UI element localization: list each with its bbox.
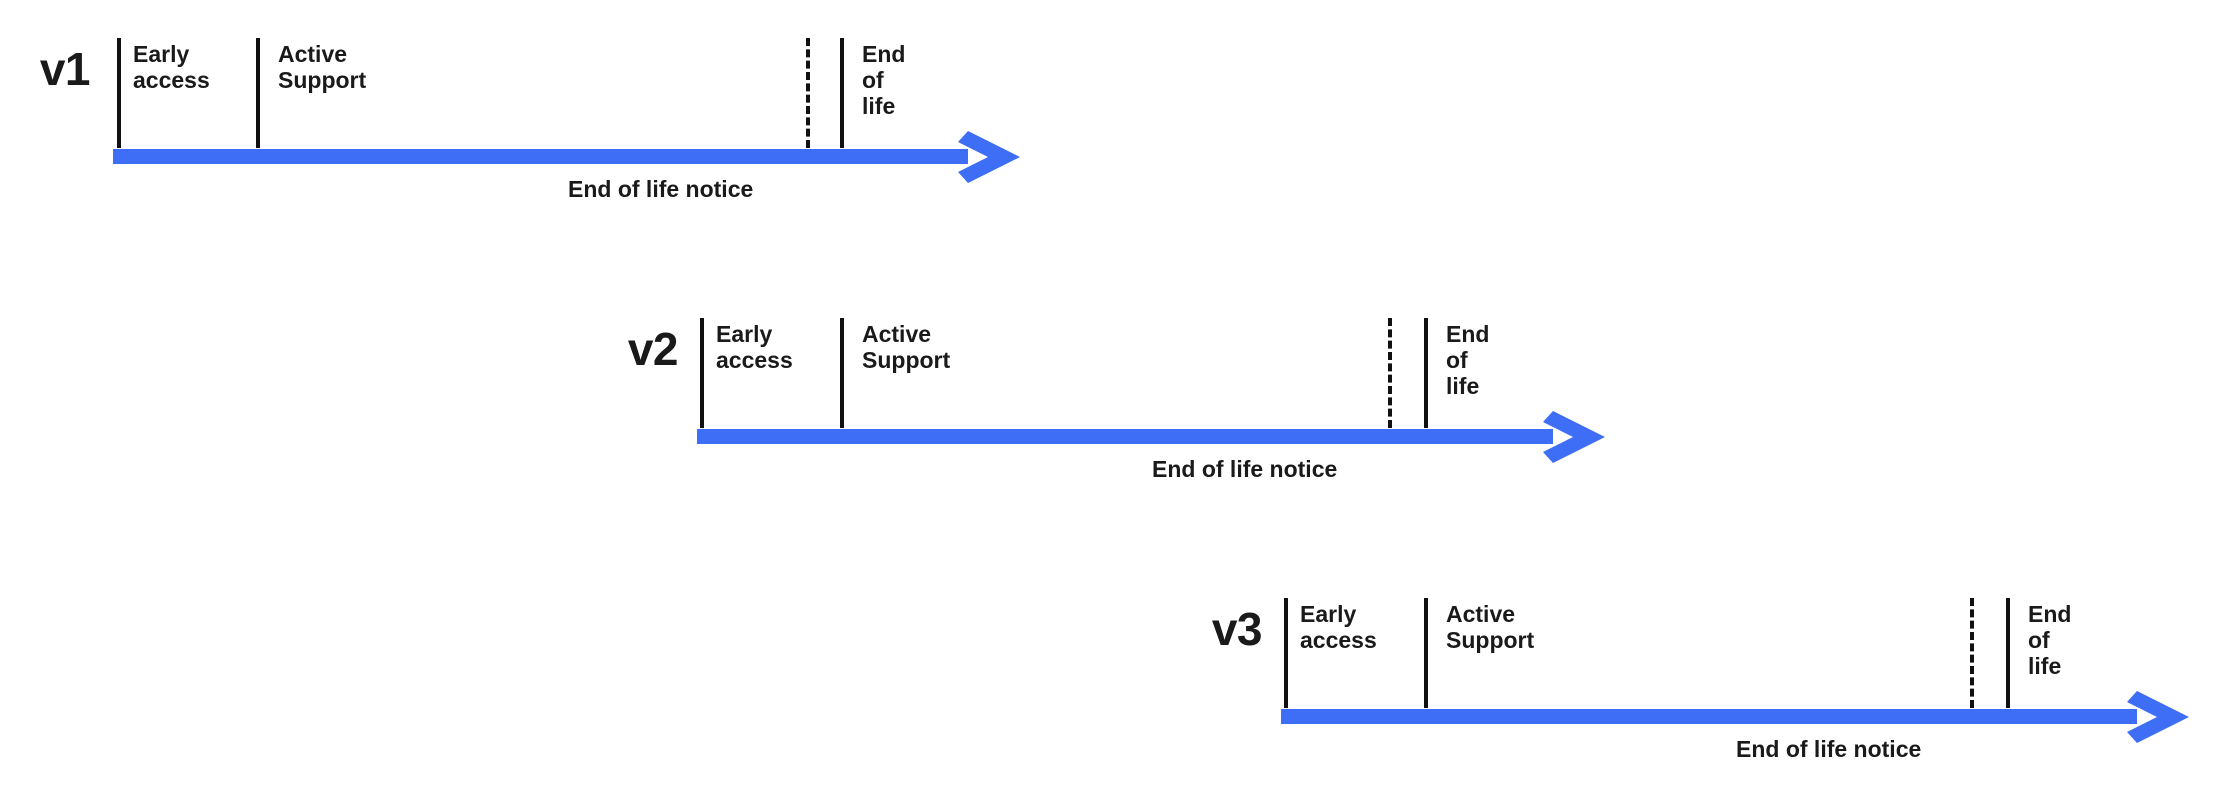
tick-end-of-life-start-v3 [2006,598,2010,708]
phase-label-end-of-life-v3: End of life [2028,601,2072,679]
phase-label-end-of-life-v1: End of life [862,41,906,119]
tick-end-of-life-notice-v2 [1388,318,1392,428]
tick-early-access-start-v2 [700,318,704,428]
phase-label-end-of-life-v2: End of life [1446,321,1490,399]
phase-label-active-support-v3: Active Support [1446,601,1535,653]
timeline-bar-v2 [697,429,1553,444]
tick-active-support-start-v3 [1424,598,1428,708]
tick-end-of-life-start-v2 [1424,318,1428,428]
end-of-life-notice-label-v3: End of life notice [1736,736,1922,762]
version-label-v1: v1 [39,43,91,95]
tick-end-of-life-start-v1 [840,38,844,148]
timeline-arrowhead-icon-v3 [2127,691,2189,743]
version-label-v2: v2 [627,323,679,375]
tick-early-access-start-v1 [117,38,121,148]
phase-label-early-access-v1: Early access [133,41,210,93]
timeline-arrowhead-icon-v1 [958,131,1020,183]
tick-active-support-start-v2 [840,318,844,428]
end-of-life-notice-label-v2: End of life notice [1152,456,1338,482]
version-label-v3: v3 [1211,603,1263,655]
phase-label-active-support-v1: Active Support [278,41,367,93]
tick-end-of-life-notice-v3 [1970,598,1974,708]
end-of-life-notice-label-v1: End of life notice [568,176,754,202]
timeline-bar-v1 [113,149,968,164]
phase-label-active-support-v2: Active Support [862,321,951,373]
tick-early-access-start-v3 [1284,598,1288,708]
timeline-bar-v3 [1281,709,2137,724]
timeline-arrowhead-icon-v2 [1543,411,1605,463]
phase-label-early-access-v3: Early access [1300,601,1377,653]
tick-active-support-start-v1 [256,38,260,148]
tick-end-of-life-notice-v1 [806,38,810,148]
phase-label-early-access-v2: Early access [716,321,793,373]
